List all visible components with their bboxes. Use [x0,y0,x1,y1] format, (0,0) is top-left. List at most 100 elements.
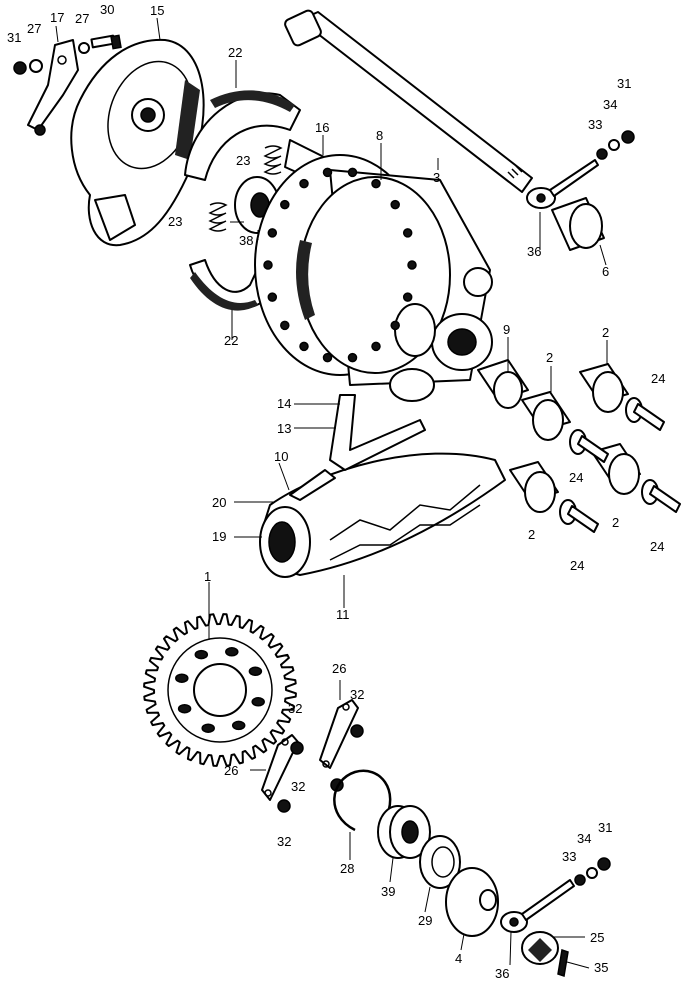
bushing-2-b [579,363,629,413]
callout-31-bottom: 31 [598,820,612,835]
bolt-24-b [569,429,609,463]
side-collar-4 [445,867,499,937]
sprocket-lightening-hole [251,697,265,707]
callout-19: 19 [212,529,226,544]
callout-1: 1 [204,569,211,584]
callout-31-top-left: 31 [7,30,21,45]
callout-32-c: 32 [291,779,305,794]
nut-31-top-right [621,130,635,144]
bushing-2-c [509,461,559,513]
sprocket-lightening-hole [201,723,215,733]
wheel-hub-8 [254,154,493,402]
callout-32-a: 32 [288,701,302,716]
callout-6: 6 [602,264,609,279]
bolt-24-a [625,397,665,431]
callout-16: 16 [315,120,329,135]
callout-14: 14 [277,396,291,411]
callout-17: 17 [50,10,64,25]
callout-34-top: 34 [603,97,617,112]
callout-33-top: 33 [588,117,602,132]
spoke-hole [299,178,309,189]
bushing-2-a [521,391,571,441]
sprocket-lightening-hole [194,649,209,660]
spoke-hole [299,341,309,352]
spring-23-lower [208,202,228,232]
spoke-hole [402,292,413,302]
circlip-28 [333,769,392,832]
callout-3: 3 [433,170,440,185]
spoke-hole [371,341,381,352]
callout-29: 29 [418,913,432,928]
nut-32-b [350,724,364,738]
callout-35: 35 [594,960,608,975]
nut-33-bottom [574,874,586,886]
callout-2-d: 2 [528,527,535,542]
callout-2-a: 2 [602,325,609,340]
collar-9 [477,359,529,409]
spoke-hole [390,199,400,210]
brake-panel [70,38,205,247]
bearing-39 [377,805,431,859]
nut-32-a [290,741,304,755]
spoke-hole [280,199,290,210]
callout-23-upper: 23 [236,153,250,168]
callout-10: 10 [274,449,288,464]
callout-26-left: 26 [224,763,238,778]
bolt-24-d [641,479,681,513]
axle-3 [284,9,533,193]
callout-24-c: 24 [650,539,664,554]
hub-flange-holes [263,167,417,363]
bolt-24-c [559,499,599,533]
spoke-hole [280,320,290,331]
callout-11: 11 [336,607,350,622]
callout-22-bottom: 22 [224,333,238,348]
washer-27-a [29,59,43,73]
spring-23-upper [263,145,283,175]
callout-24-d: 24 [570,558,584,573]
washer-34-top [608,139,620,151]
axle-nut-25 [521,931,559,965]
callout-24-b: 24 [569,470,583,485]
spoke-hole [407,260,417,270]
callout-34-bottom: 34 [577,831,591,846]
callout-2-b: 2 [546,350,553,365]
callout-27-b: 27 [75,11,89,26]
callout-24-a: 24 [651,371,665,386]
spoke-hole [263,260,273,270]
callout-33-bottom: 33 [562,849,576,864]
callout-15: 15 [150,3,164,18]
nut-32-d [277,799,291,813]
spoke-hole [347,167,358,178]
callout-32-d: 32 [277,834,291,849]
lock-plate-26-left [261,734,299,801]
callout-38: 38 [239,233,253,248]
collar-6 [551,197,605,251]
spoke-hole [267,228,278,238]
callout-27-a: 27 [27,21,41,36]
callout-4: 4 [455,951,462,966]
washer-27-b [78,42,90,54]
callout-36-top: 36 [527,244,541,259]
spoke-hole [390,320,400,331]
spoke-hole [322,352,333,363]
callout-9: 9 [503,322,510,337]
nut-33-top [596,148,608,160]
chain-adjuster-36-top [526,159,599,209]
rear-sprocket-1 [143,613,297,767]
spoke-hole [267,292,278,302]
lock-plate-26-right [319,699,359,769]
callout-8: 8 [376,128,383,143]
bolt-30 [90,34,122,50]
callout-25: 25 [590,930,604,945]
callout-28: 28 [340,861,354,876]
callout-22-top: 22 [228,45,242,60]
spoke-hole [322,167,333,178]
spoke-hole [347,352,358,363]
callout-26-right: 26 [332,661,346,676]
callout-32-b: 32 [350,687,364,702]
sprocket-lightening-hole [231,720,246,731]
brake-arm [27,39,79,136]
spoke-hole [371,178,381,189]
leader-lines [55,17,608,969]
